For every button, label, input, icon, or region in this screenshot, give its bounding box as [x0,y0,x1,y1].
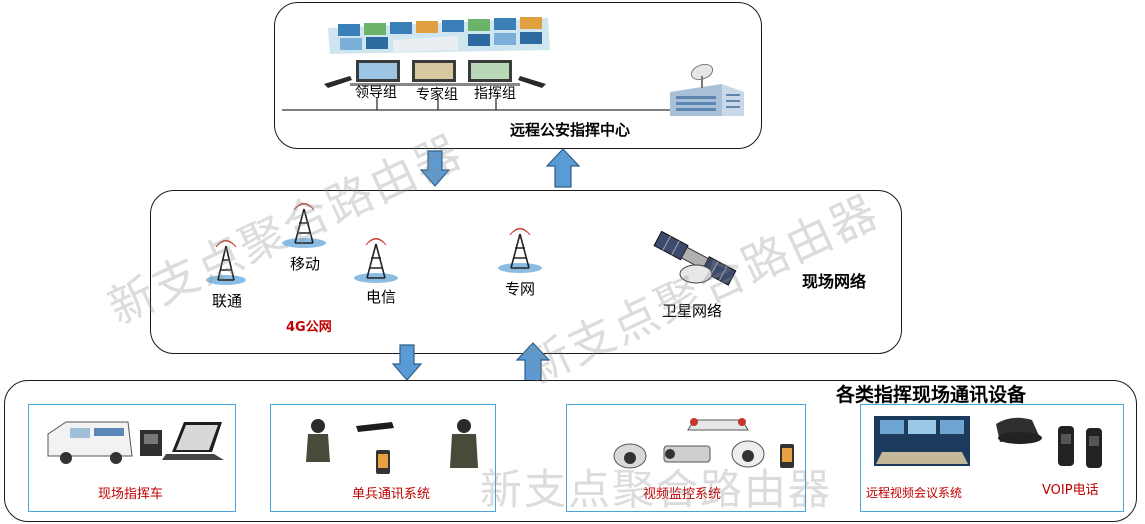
video-wall-image [328,17,550,54]
video-conference-label: 远程视频会议系统 [866,486,963,500]
building-satellite-dish-icon [670,63,744,116]
tower-icon-mobile [282,203,326,248]
surveillance-camera-icon [613,418,794,469]
tower-label-unicom: 联通 [212,292,243,310]
video-conference-icon [874,416,1102,468]
single-soldier-label: 单兵通讯系统 [352,487,431,502]
arrow-down-icon [420,150,450,187]
tower-label-telecom: 电信 [366,288,397,306]
group-label-command: 指挥组 [474,86,516,102]
workstation-icons [324,60,546,88]
field-equipment-title: 各类指挥现场通讯设备 [836,384,1027,406]
field-network-title: 现场网络 [802,272,867,291]
command-vehicle-label: 现场指挥车 [98,487,164,502]
group-label-experts: 专家组 [416,87,458,103]
tower-label-private-net: 专网 [505,280,536,298]
satellite-network-label: 卫星网络 [662,302,723,320]
video-surveillance-label: 视频监控系统 [643,487,722,502]
connection-line [282,98,672,111]
arrow-down-icon [392,344,422,381]
arrow-up-icon [516,342,550,382]
public-4g-label: 4G公网 [286,320,332,335]
arrow-up-icon [546,148,580,188]
tower-icon-unicom [206,240,246,285]
tower-icon-private-net [498,228,542,273]
satellite-icon [653,230,737,286]
group-label-leaders: 领导组 [355,85,397,101]
tower-label-mobile: 移动 [290,255,321,273]
voip-phone-label: VOIP电话 [1042,483,1099,498]
command-center-title: 远程公安指挥中心 [510,121,631,139]
single-soldier-icon [306,419,478,474]
command-vehicle-icon [47,421,224,464]
tower-icon-telecom [354,238,398,283]
